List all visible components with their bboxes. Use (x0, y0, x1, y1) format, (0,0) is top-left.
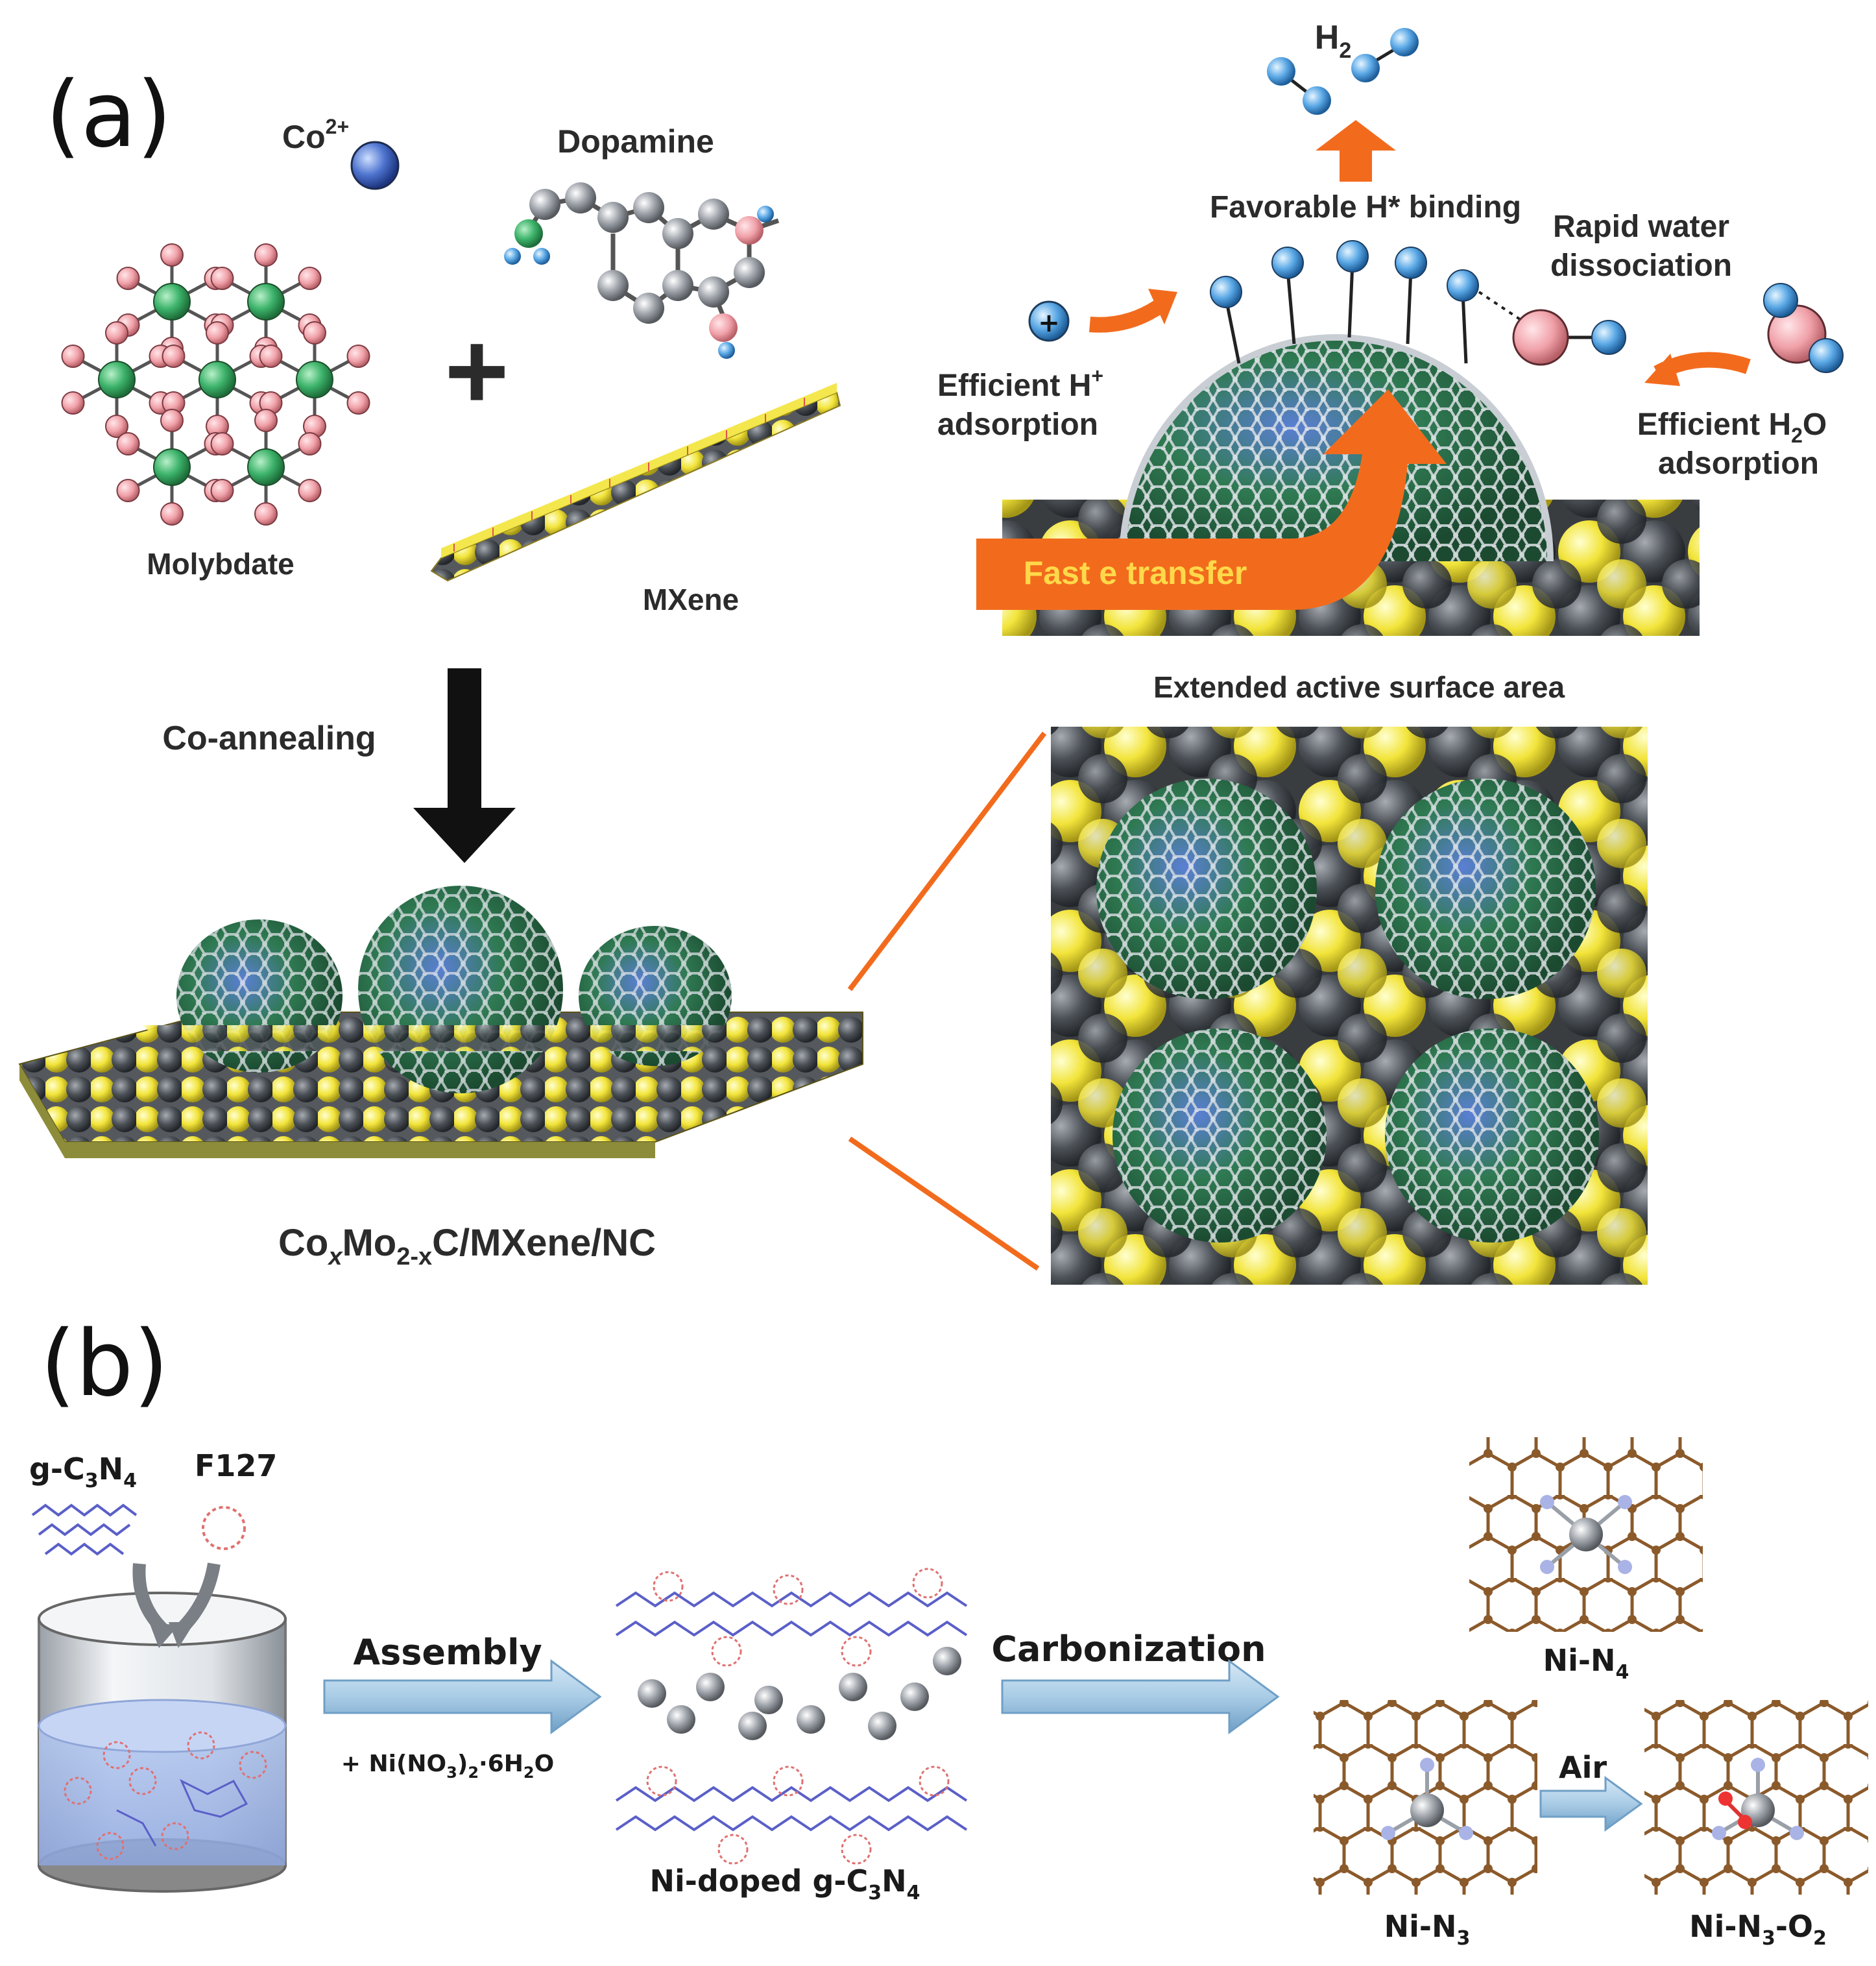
ni-n3-o2-structure (1644, 1700, 1868, 1895)
oxygen-atom (210, 432, 234, 455)
molybdenum-atom (153, 283, 191, 321)
oxygen-atom (346, 391, 370, 415)
molybdate-structure (61, 243, 370, 526)
h2-release-arrow (1316, 120, 1396, 182)
oxygen-atom (303, 321, 326, 345)
h2-label: H2 (1315, 19, 1351, 63)
ni-n3-label: Ni-N3 (1384, 1909, 1471, 1950)
oxygen-atom (210, 479, 234, 502)
dissociated-h-atom (1591, 320, 1626, 355)
efficient-h2o-label-2: adsorption (1658, 446, 1819, 481)
ni-n4-label: Ni-N4 (1543, 1643, 1629, 1684)
oxygen-atom (346, 345, 370, 368)
fast-e-transfer-label: Fast e transfer (1024, 555, 1247, 591)
oxygen-atom (210, 267, 234, 290)
ni-doped-layers (615, 1568, 968, 1865)
mxene-sheet (430, 383, 841, 582)
oxygen-atom (61, 345, 85, 368)
reagent-label: + Ni(NO3)2·6H2O (341, 1751, 554, 1782)
co-annealing-label: Co-annealing (162, 720, 376, 757)
product-label: CoxMo2-xC/MXene/NC (278, 1222, 656, 1270)
oxygen-atom (61, 391, 85, 415)
assembly-label: Assembly (353, 1632, 542, 1673)
h2o-adsorption-arrowhead (1644, 354, 1680, 386)
oxygen-atom (162, 345, 186, 368)
h2-molecules (1267, 28, 1419, 115)
oxygen-atom (254, 502, 278, 526)
oxygen-atom (254, 409, 278, 432)
f127-icon (202, 1506, 246, 1550)
oxygen-atom (160, 502, 184, 526)
efficient-h-label-1: Efficient H+ (937, 364, 1103, 403)
co-ion-sphere (350, 141, 400, 190)
molybdenum-atom (296, 361, 333, 398)
carbonization-label: Carbonization (991, 1629, 1266, 1669)
air-arrow (1539, 1776, 1643, 1832)
dopamine-molecule (527, 195, 780, 326)
gc3n4-icon (31, 1503, 138, 1556)
carbonization-arrow (1001, 1659, 1280, 1734)
h-adsorption-arrow (1089, 298, 1166, 333)
product-cages (143, 886, 746, 1093)
water-molecule (1763, 283, 1844, 373)
oxygen-atom (298, 267, 322, 290)
co-ion-label: Co2+ (282, 115, 349, 155)
adsorbed-h-spheres (1210, 240, 1479, 308)
oxygen-atom (160, 409, 184, 432)
ni-n4-structure (1469, 1437, 1703, 1632)
molybdenum-atom (247, 283, 285, 321)
zoom-line-top (847, 731, 1047, 991)
ni-doped-label: Ni-doped g-C3N4 (650, 1863, 920, 1904)
co-annealing-arrow (413, 668, 516, 863)
mxene-label: MXene (643, 583, 739, 616)
molybdenum-atom (198, 361, 236, 398)
dopamine-label: Dopamine (557, 123, 714, 160)
panel-a-label: (a) (45, 62, 172, 168)
panel-b-label: (b) (40, 1311, 169, 1417)
molybdenum-atom (247, 448, 285, 486)
oxygen-atom (116, 267, 140, 290)
oxygen-atom (298, 432, 322, 455)
oxygen-atom (1512, 309, 1569, 366)
proton-sphere (1028, 300, 1070, 342)
efficient-h-label-2: adsorption (937, 407, 1098, 442)
oxygen-atom (116, 479, 140, 502)
zoom-line-bottom (848, 1136, 1040, 1271)
air-label: Air (1559, 1750, 1607, 1785)
fast-e-transfer-arrow (976, 389, 1447, 610)
oxygen-atom (254, 243, 278, 267)
surface-zoom-panel (1051, 727, 1648, 1285)
assembly-arrow (323, 1659, 602, 1734)
h-adsorption-arrowhead (1148, 289, 1177, 324)
rapid-water-label-1: Rapid water (1553, 210, 1729, 244)
oxygen-atom (259, 345, 283, 368)
proton-sign: + (1038, 308, 1060, 338)
efficient-h2o-label-1: Efficient H2O (1637, 407, 1827, 447)
molybdenum-atom (153, 448, 191, 486)
favorable-binding-label: Favorable H* binding (1210, 190, 1521, 225)
oxygen-atom (105, 415, 128, 438)
oxygen-atom (160, 243, 184, 267)
beaker (38, 1562, 287, 1893)
gc3n4-label: g-C3N4 (29, 1451, 137, 1492)
ni-n3-structure (1314, 1700, 1537, 1895)
h-bond-dash (1478, 291, 1539, 332)
f127-label: F127 (195, 1448, 277, 1483)
dopamine-atoms (504, 182, 774, 359)
oxygen-atom (206, 321, 229, 345)
molybdenum-atom (98, 361, 136, 398)
extended-area-label: Extended active surface area (1153, 670, 1565, 704)
ni-n3-o2-label: Ni-N3-O2 (1689, 1909, 1827, 1950)
plus-sign: + (444, 309, 509, 433)
oxygen-atom (105, 321, 128, 345)
molybdate-label: Molybdate (147, 547, 294, 581)
oxygen-atom (298, 479, 322, 502)
adsorbed-h-atoms (1224, 262, 1468, 364)
rapid-water-label-2: dissociation (1550, 249, 1732, 283)
oxygen-atom (116, 432, 140, 455)
